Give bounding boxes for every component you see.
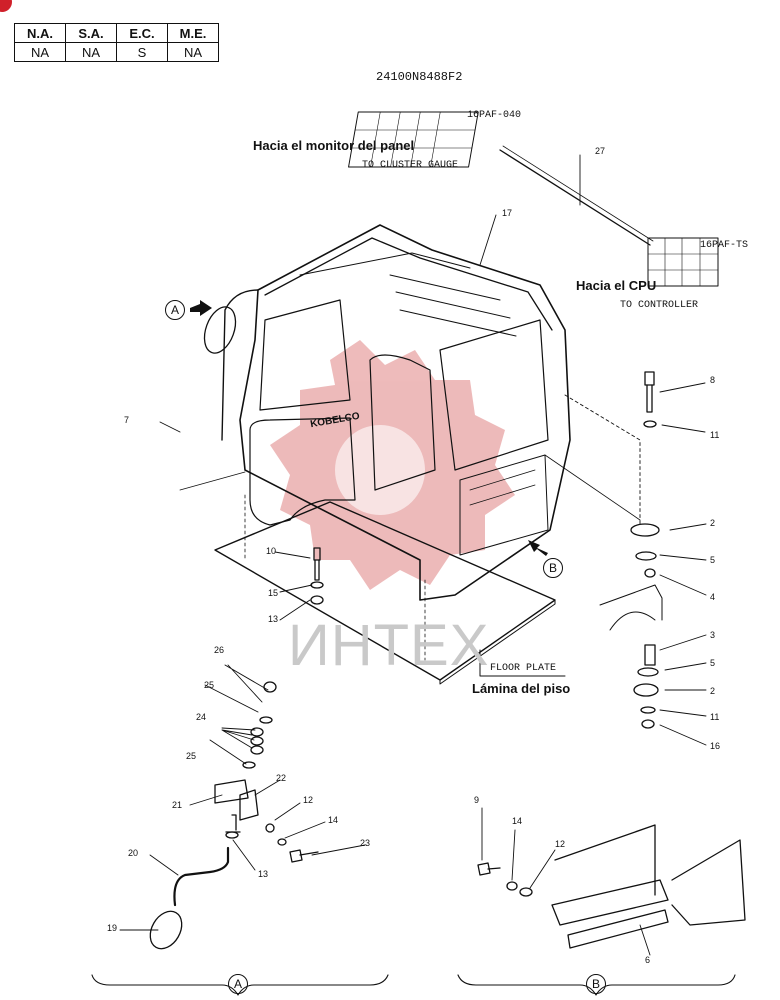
- hardware-stack-left: [310, 547, 324, 605]
- corner-mark: [0, 0, 12, 12]
- watermark-logo: [270, 340, 515, 590]
- section-a-label: A: [228, 974, 248, 994]
- part-number: 21: [172, 800, 183, 810]
- availability-value: NA: [14, 42, 66, 62]
- section-b-parts: [477, 807, 746, 956]
- part-number: 4: [710, 592, 716, 602]
- section-braces: [91, 974, 736, 996]
- part-number: 8: [710, 375, 716, 385]
- availability-header-row: N.A. S.A. E.C. M.E.: [14, 23, 219, 43]
- part-number: 12: [555, 839, 566, 849]
- part-number: 5: [710, 555, 716, 565]
- floor-plate: [179, 471, 556, 685]
- part-number: 15: [268, 588, 279, 598]
- part-number: 25: [204, 680, 215, 690]
- floor-label-es: Lámina del piso: [472, 681, 571, 696]
- part-number: 11: [710, 430, 720, 440]
- cluster-label-en: TO CLUSTER GAUGE: [362, 160, 459, 171]
- part-number: 17: [502, 208, 513, 218]
- part-number: 2: [710, 686, 716, 696]
- watermark-text: ИНТЕХ: [288, 613, 490, 678]
- callout-b: B: [543, 558, 563, 578]
- cpu-label-en: TO CONTROLLER: [620, 300, 699, 311]
- part-number: 13: [268, 614, 279, 624]
- part-number: 5: [710, 658, 716, 668]
- callout-a: A: [165, 300, 185, 320]
- availability-value: NA: [65, 42, 117, 62]
- cpu-label-es: Hacia el CPU: [576, 278, 657, 293]
- part-number: 27: [595, 146, 606, 156]
- part-number: 7: [124, 415, 130, 425]
- leader-lines: [159, 154, 707, 746]
- part-number: 9: [474, 795, 480, 805]
- part-number: 14: [512, 816, 523, 826]
- part-number: 13: [258, 869, 269, 879]
- part-number: 24: [196, 712, 207, 722]
- part-number: 20: [128, 848, 139, 858]
- part-number: 22: [276, 773, 287, 783]
- drawing-code: 24100N8488F2: [376, 70, 463, 84]
- cab-assembly: [203, 224, 571, 601]
- part-number: 3: [710, 630, 716, 640]
- view-arrows: [190, 300, 548, 556]
- connector-bottom-label: 16PAF-TS: [700, 240, 749, 251]
- part-number: 11: [710, 712, 720, 722]
- hardware-stack-right: [599, 371, 663, 729]
- availability-value: NA: [167, 42, 219, 62]
- connector-top-label: 16PAF-040: [467, 110, 522, 121]
- part-number: 23: [360, 838, 371, 848]
- part-number: 26: [214, 645, 225, 655]
- part-number: 2: [710, 518, 716, 528]
- part-number: 6: [645, 955, 651, 965]
- part-number: 14: [328, 815, 339, 825]
- floor-label-en: FLOOR PLATE: [490, 663, 557, 674]
- section-a-parts: [119, 664, 366, 950]
- part-number: 25: [186, 751, 197, 761]
- wire-harness: [348, 111, 719, 287]
- part-number: 12: [303, 795, 314, 805]
- availability-table: N.A. S.A. E.C. M.E. NA NA S NA: [14, 23, 219, 62]
- cluster-label-es: Hacia el monitor del panel: [253, 138, 415, 153]
- availability-header: S.A.: [65, 23, 117, 43]
- part-number: 19: [107, 923, 118, 933]
- section-b-label: B: [586, 974, 606, 994]
- availability-value-row: NA NA S NA: [14, 42, 219, 62]
- part-number: 10: [266, 546, 277, 556]
- part-number: 16: [710, 741, 721, 751]
